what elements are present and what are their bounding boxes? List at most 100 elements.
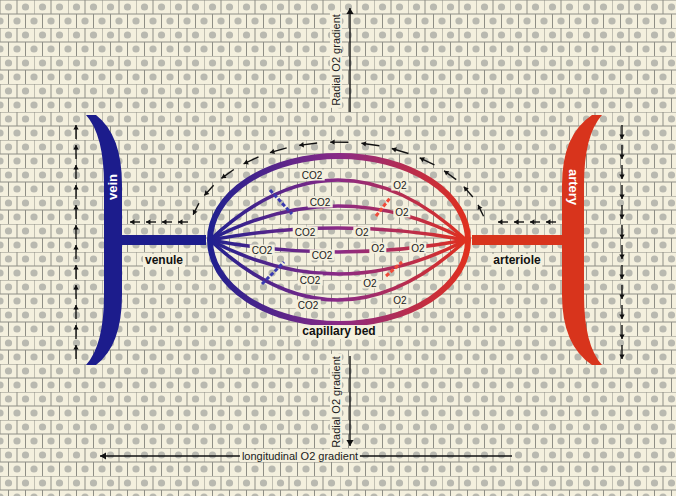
arrow-head (73, 165, 78, 170)
arrow-head (420, 157, 425, 162)
arrow-head (330, 139, 335, 144)
arrow-head (619, 155, 624, 160)
flow-arrow (146, 219, 156, 224)
flow-arrow (204, 185, 213, 195)
flow-arrow (73, 265, 78, 279)
gas-label: CO2 (298, 275, 323, 286)
arrow-head (73, 225, 78, 230)
flow-arrow (498, 219, 508, 224)
gas-label: CO2 (296, 300, 321, 311)
capillary (210, 180, 466, 240)
arrow-head (146, 219, 151, 224)
capillary-bed: capillary bed (206, 152, 472, 341)
flow-arrow (178, 219, 188, 224)
arrow-head (346, 8, 353, 14)
vessel-shape (206, 152, 472, 328)
arrow-head (619, 315, 624, 320)
flow-arrow (73, 145, 78, 159)
flow-arrow (619, 345, 624, 359)
arrow-head (73, 125, 78, 130)
arrow-head (619, 355, 624, 360)
flow-arrow (73, 325, 78, 339)
gas-label: O2 (391, 295, 408, 306)
arrow-shaft (349, 356, 350, 446)
arrow-head (392, 147, 397, 152)
arrow-head (73, 145, 78, 150)
artery-vessel: artery (562, 115, 602, 365)
flow-arrow (330, 139, 348, 144)
arrow-head (270, 149, 275, 154)
capillaries (210, 180, 466, 300)
flow-arrow (221, 170, 233, 179)
capillary (210, 206, 466, 240)
arrow-head (130, 219, 135, 224)
arrow-head (178, 219, 183, 224)
arrow-head (464, 187, 469, 192)
flow-arrow (193, 203, 199, 214)
flow-arrow (514, 219, 524, 224)
arrow-shaft (204, 185, 213, 195)
vessel-name: artery (566, 169, 581, 205)
gas-label: O2 (391, 180, 408, 191)
arrow-shaft (444, 171, 456, 180)
arrow-head (73, 205, 78, 210)
gas-label: CO2 (293, 227, 318, 238)
arrow-head (619, 235, 624, 240)
capillary (210, 228, 466, 240)
arrow-head (73, 285, 78, 290)
vein-vessel: vein (86, 115, 122, 365)
capillary (210, 240, 466, 300)
arrow-head (514, 219, 519, 224)
co2-diffusion (270, 190, 292, 214)
arrow-head (619, 215, 624, 220)
gradient-label: longitudinal O2 gradient (240, 450, 360, 462)
gas-label: CO2 (250, 245, 275, 256)
diffusion-lines (262, 190, 402, 284)
flow-arrow (619, 185, 624, 199)
arrow-shaft (193, 203, 199, 214)
flow-arrow (73, 125, 78, 139)
arrow-head (546, 219, 551, 224)
gas-label: O2 (393, 207, 410, 218)
arrow-head (162, 219, 167, 224)
arrow-head (346, 440, 353, 446)
flow-arrow (392, 147, 409, 153)
arrow-head (73, 345, 78, 350)
flow-arrow (420, 157, 435, 165)
vein-band (86, 115, 122, 365)
arrow-head (444, 171, 449, 176)
arrow-head (619, 275, 624, 280)
flow-arrow (346, 356, 353, 446)
gas-label: O2 (369, 243, 386, 254)
arrow-head (619, 295, 624, 300)
o2-diffusion (386, 262, 402, 276)
flow-arrow (619, 225, 624, 239)
flow-arrows (73, 8, 624, 460)
arrow-head (619, 255, 624, 260)
o2-diffusion (376, 198, 390, 216)
arrow-shaft (464, 187, 473, 197)
arrow-head (619, 135, 624, 140)
arrow-head (73, 265, 78, 270)
arrow-head (299, 142, 304, 147)
gas-label: CO2 (308, 197, 333, 208)
flow-arrow (619, 165, 624, 179)
gas-label: O2 (409, 243, 426, 254)
flow-arrow (619, 245, 624, 259)
flow-arrow (299, 142, 317, 147)
flow-arrow (444, 171, 456, 180)
arrow-head (100, 452, 106, 459)
arrow-shaft (478, 205, 484, 216)
flow-arrow (244, 157, 259, 164)
capillary-outline (210, 156, 468, 324)
vessel-name: capillary bed (299, 325, 378, 339)
arrow-shaft (420, 158, 435, 165)
arrow-head (244, 159, 249, 164)
arrow-head (619, 175, 624, 180)
arrow-head (478, 205, 483, 210)
flow-arrow (478, 205, 484, 216)
flow-arrow (464, 187, 473, 197)
flow-arrow (619, 325, 624, 339)
flow-arrow (73, 305, 78, 319)
